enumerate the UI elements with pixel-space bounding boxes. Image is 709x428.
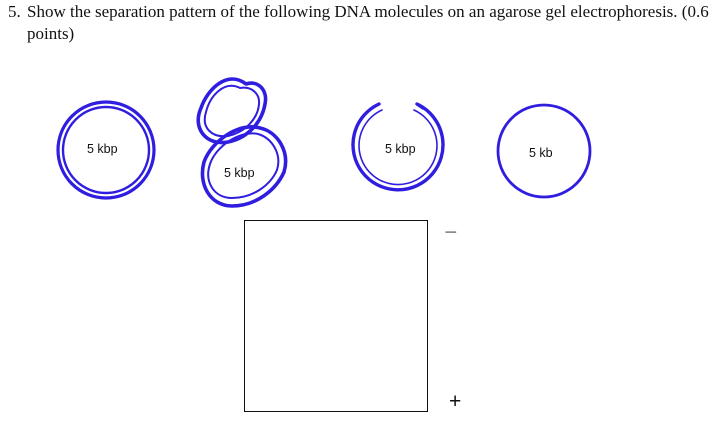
question-number: 5. xyxy=(8,2,21,21)
question-prompt: Show the separation pattern of the follo… xyxy=(27,2,709,21)
molecule-supercoiled xyxy=(56,100,156,200)
molecule-closed-circle xyxy=(496,103,592,199)
positive-electrode-label: + xyxy=(449,390,462,413)
molecule-2-label: 5 kbp xyxy=(224,166,255,180)
dna-molecules-figure: 5 kbp 5 kbp 5 kbp 5 kb xyxy=(56,77,592,208)
molecule-1-label: 5 kbp xyxy=(87,142,118,156)
question-line-2: points) xyxy=(27,24,75,43)
molecule-nicked-circle xyxy=(351,102,445,192)
molecule-catenated xyxy=(196,77,288,208)
negative-electrode-label: ---- xyxy=(445,226,457,238)
molecule-3-label: 5 kbp xyxy=(385,142,416,156)
question-text: 5. Show the separation pattern of the fol… xyxy=(8,1,709,45)
molecule-4-label: 5 kb xyxy=(529,146,553,160)
question-line-1: 5. Show the separation pattern of the fol… xyxy=(8,1,709,23)
gel-answer-box[interactable] xyxy=(244,220,428,412)
